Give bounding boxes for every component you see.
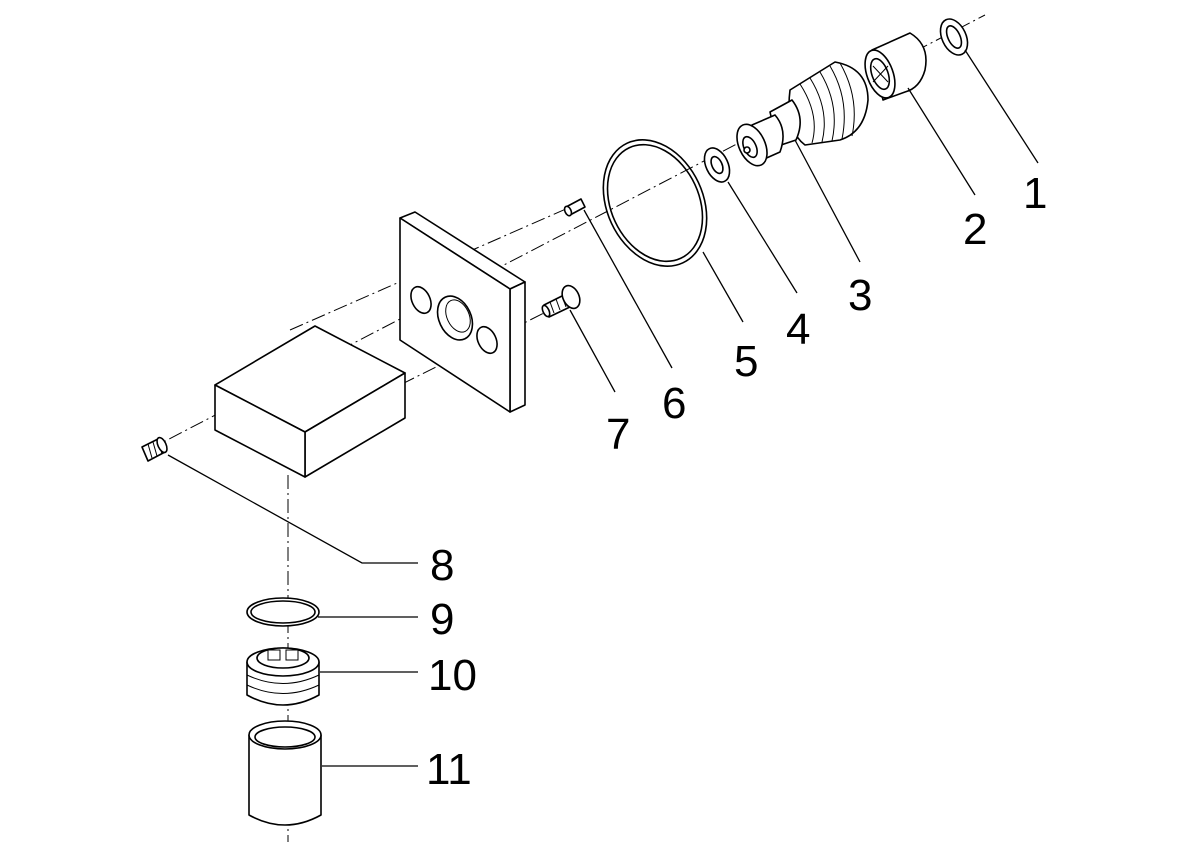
- part-4-washer: [703, 147, 731, 183]
- part-11-cover-sleeve: [248, 720, 322, 826]
- leader-7: [569, 309, 616, 393]
- part-5-large-o-ring: [602, 139, 708, 267]
- callout-8: 8: [430, 541, 454, 590]
- part-8-grub-screw: [141, 436, 168, 462]
- callout-5: 5: [734, 337, 758, 386]
- part-3-spindle: [736, 123, 768, 167]
- leader-4: [727, 181, 798, 294]
- leader-lines: [167, 49, 1039, 767]
- part-9-small-o-ring: [246, 597, 320, 627]
- callout-11: 11: [426, 745, 472, 794]
- leader-1: [964, 49, 1039, 164]
- callout-9: 9: [430, 595, 454, 644]
- callout-6: 6: [662, 379, 686, 428]
- callout-labels: 1 2 3 4 5 6 7 8 9 10 11: [426, 169, 1047, 794]
- leader-3: [794, 139, 861, 263]
- callout-1: 1: [1023, 169, 1047, 218]
- wall-plate: [399, 211, 526, 413]
- handle-block: [214, 325, 406, 478]
- leader-8: [167, 454, 418, 564]
- callout-2: 2: [963, 205, 987, 254]
- callout-3: 3: [848, 271, 872, 320]
- plate-hole-upper: [410, 285, 432, 315]
- plate-hole-lower: [476, 325, 498, 355]
- part-1-retaining-clip: [939, 18, 969, 56]
- part-7-screw: [541, 284, 581, 318]
- part-3-threaded-valve-body: [751, 61, 869, 161]
- part-2-cartridge-disc: [864, 32, 927, 101]
- part-10-adapter-nut: [246, 647, 320, 706]
- leader-2: [907, 87, 976, 196]
- part-6-pin: [563, 198, 586, 217]
- callout-10: 10: [428, 651, 477, 700]
- leader-6: [583, 209, 673, 369]
- callout-7: 7: [606, 410, 630, 459]
- callout-4: 4: [786, 305, 810, 354]
- leader-5: [702, 251, 744, 323]
